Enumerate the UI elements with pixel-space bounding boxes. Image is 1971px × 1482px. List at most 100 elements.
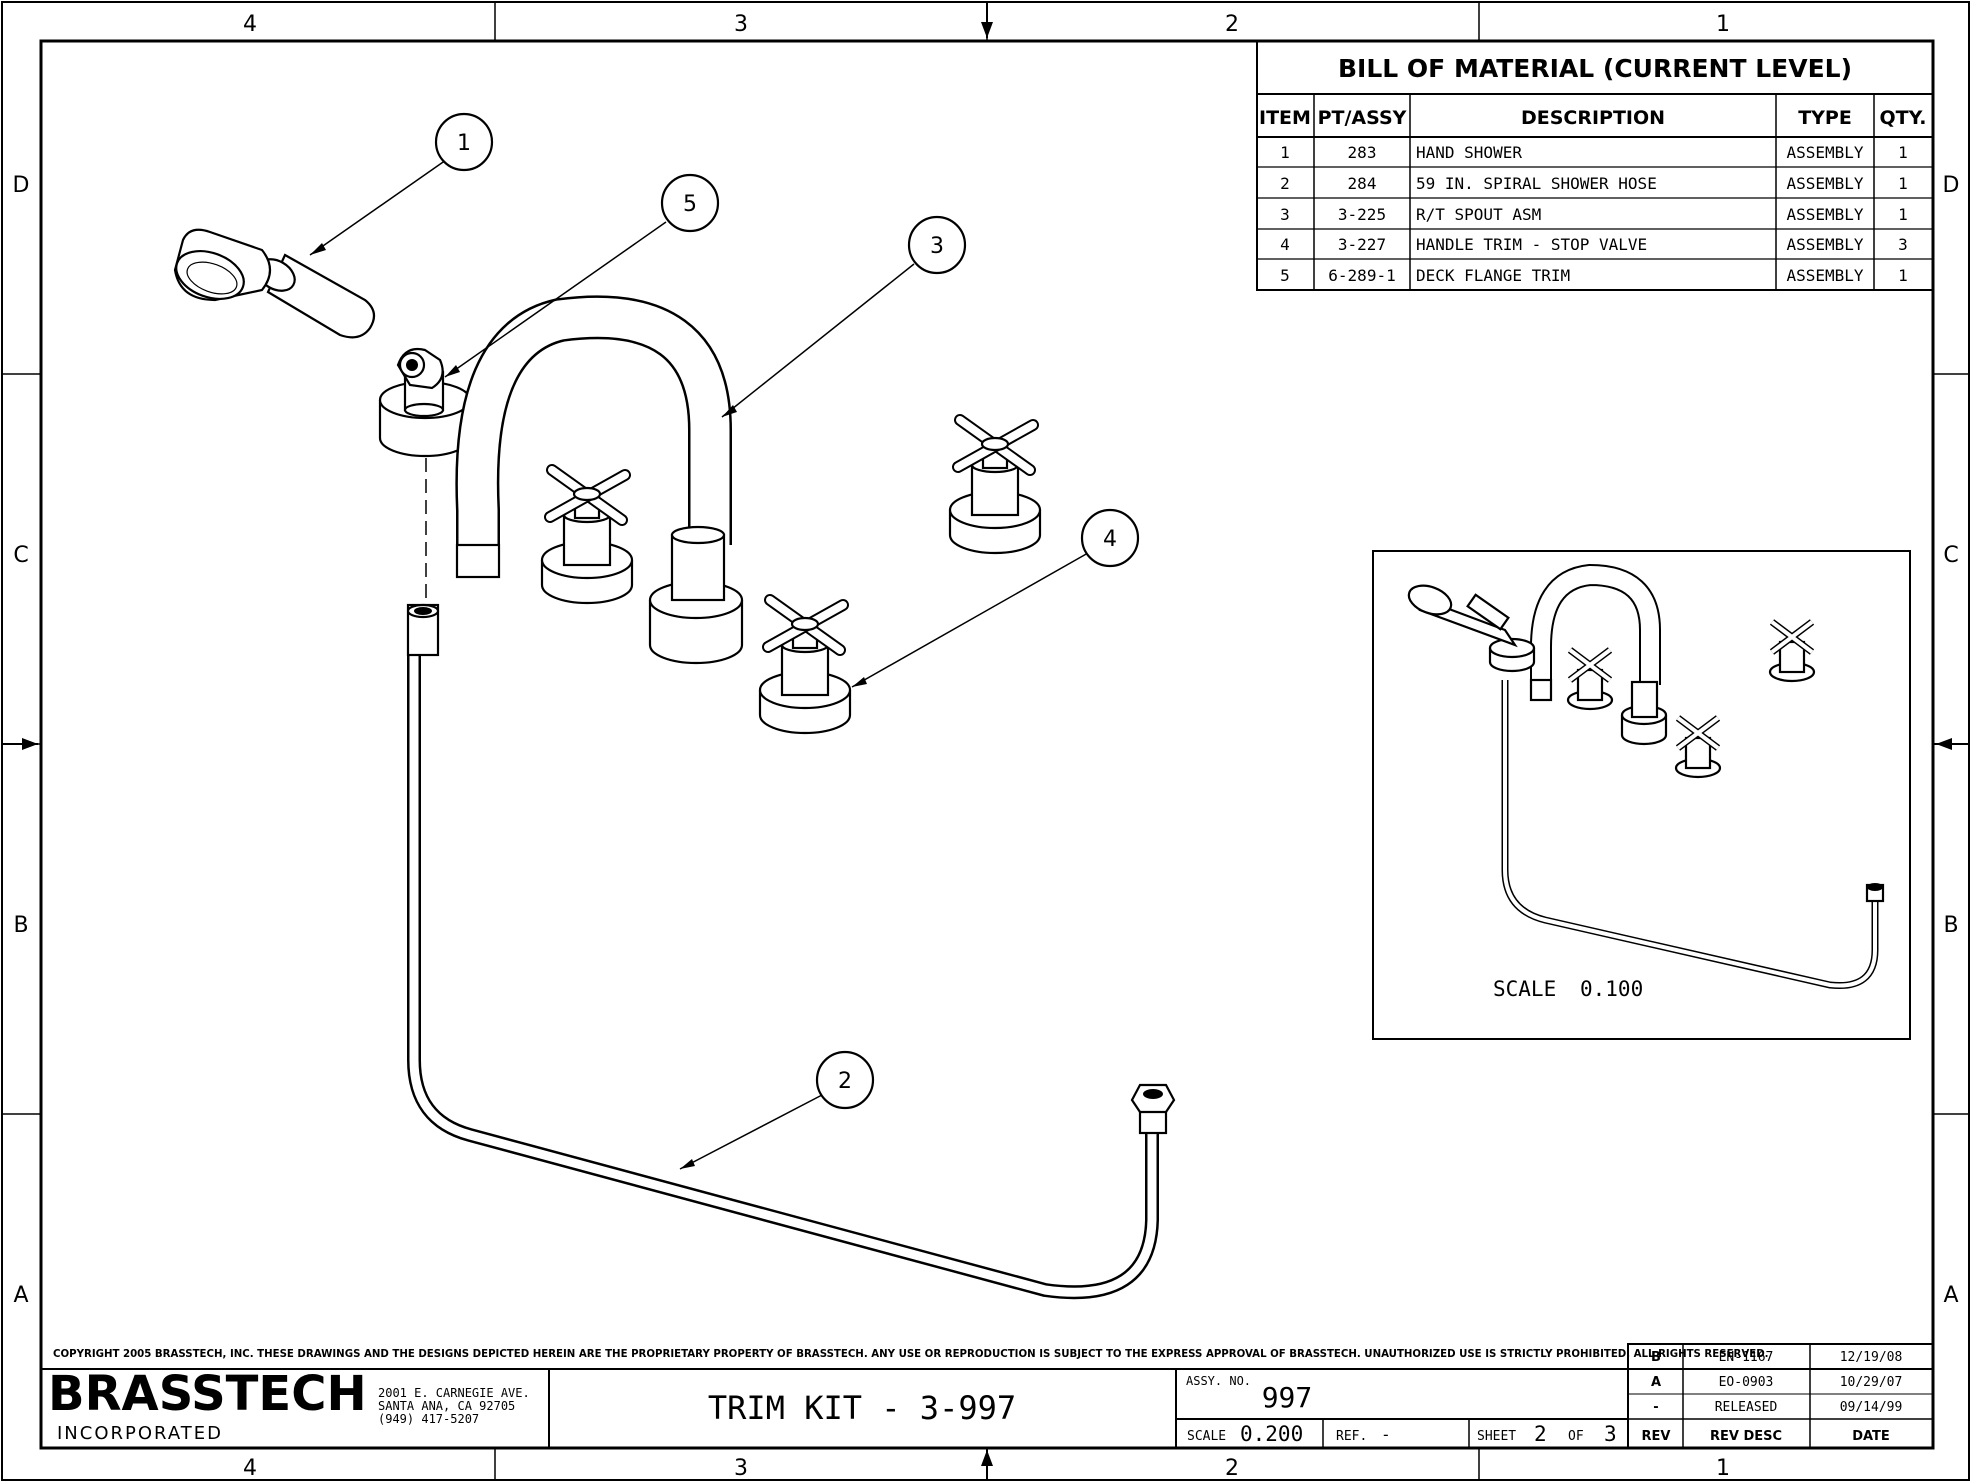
- bom-cell: 5: [1280, 266, 1290, 285]
- bom-header-pt: PT/ASSY: [1318, 107, 1407, 129]
- ref-label: REF.: [1336, 1429, 1367, 1444]
- rev-cell: 10/29/07: [1840, 1375, 1903, 1390]
- bom-cell: ASSEMBLY: [1786, 266, 1863, 285]
- bom-header-qty: QTY.: [1880, 107, 1927, 129]
- assy-label: ASSY. NO.: [1186, 1374, 1251, 1388]
- handle-left: [540, 464, 634, 605]
- balloon-4-label: 4: [1103, 527, 1117, 552]
- date-header: DATE: [1852, 1429, 1890, 1444]
- zone-col-4-bottom: 4: [243, 1456, 257, 1481]
- spout: [455, 295, 744, 665]
- rev-desc-header: REV DESC: [1710, 1429, 1782, 1444]
- detail-scale-label: SCALE: [1493, 977, 1556, 1001]
- rev-cell: EO-0903: [1719, 1375, 1774, 1390]
- bom-cell: 284: [1348, 174, 1377, 193]
- bom-cell: 6-289-1: [1328, 266, 1395, 285]
- bom-header-description: DESCRIPTION: [1521, 107, 1665, 129]
- address-line-1: 2001 E. CARNEGIE AVE.: [378, 1386, 530, 1400]
- balloon-5: 5: [444, 173, 720, 378]
- handle-right: [948, 414, 1042, 555]
- rev-cell: -: [1653, 1400, 1658, 1415]
- assy-number: 997: [1262, 1381, 1313, 1414]
- balloon-1: 1: [309, 112, 494, 256]
- scale-label: SCALE: [1187, 1429, 1226, 1444]
- zone-row-a-left: A: [13, 1283, 28, 1308]
- sheet-total: 3: [1604, 1422, 1617, 1446]
- balloon-2: 2: [679, 1050, 875, 1170]
- zone-col-3-top: 3: [734, 12, 748, 37]
- balloon-3-label: 3: [930, 234, 944, 259]
- zone-row-a-right: A: [1943, 1283, 1958, 1308]
- zone-col-3-bottom: 3: [734, 1456, 748, 1481]
- ref-value: -: [1381, 1425, 1391, 1444]
- bom-cell: DECK FLANGE TRIM: [1416, 266, 1570, 285]
- bom-cell: R/T SPOUT ASM: [1416, 205, 1541, 224]
- sheet-number: 2: [1534, 1422, 1547, 1446]
- rev-cell: EN-1167: [1719, 1350, 1774, 1365]
- balloon-5-label: 5: [683, 192, 697, 217]
- zone-labels: 4 3 2 1 4 3 2 1 D C B A D C B A: [13, 12, 1960, 1481]
- rev-cell: A: [1651, 1375, 1661, 1390]
- bom-cell: 1: [1898, 266, 1908, 285]
- bom-cell: 4: [1280, 235, 1290, 254]
- bom-table: BILL OF MATERIAL (CURRENT LEVEL) ITEM PT…: [1256, 40, 1934, 291]
- bom-title: BILL OF MATERIAL (CURRENT LEVEL): [1338, 54, 1852, 83]
- bom-header-item: ITEM: [1259, 107, 1311, 129]
- drawing-title: TRIM KIT - 3-997: [708, 1389, 1016, 1427]
- zone-row-c-left: C: [13, 543, 28, 568]
- balloon-2-label: 2: [838, 1069, 852, 1094]
- bom-cell: 3-225: [1338, 205, 1386, 224]
- bom-cell: 1: [1280, 143, 1290, 162]
- company-logo: BRASSTECH: [48, 1366, 367, 1422]
- company-sub: INCORPORATED: [57, 1423, 223, 1444]
- bom-cell: HAND SHOWER: [1416, 143, 1522, 162]
- hand-shower: [173, 228, 376, 339]
- address-line-2: SANTA ANA, CA 92705: [378, 1399, 515, 1413]
- rev-cell: B: [1651, 1350, 1661, 1365]
- rev-cell: RELEASED: [1715, 1400, 1778, 1415]
- revision-block: B EN-1167 12/19/08 A EO-0903 10/29/07 - …: [1642, 1350, 1903, 1444]
- sheet-label: SHEET: [1477, 1429, 1516, 1444]
- bom-cell: 2: [1280, 174, 1290, 193]
- bom-cell: 3: [1280, 205, 1290, 224]
- zone-row-d-right: D: [1943, 173, 1960, 198]
- balloon-4: 4: [851, 508, 1140, 688]
- zone-col-2-bottom: 2: [1225, 1456, 1239, 1481]
- balloon-1-label: 1: [457, 131, 471, 156]
- scale-value: 0.200: [1240, 1422, 1303, 1446]
- address-line-3: (949) 417-5207: [378, 1412, 479, 1426]
- zone-row-c-right: C: [1943, 543, 1958, 568]
- detail-scale-value: 0.100: [1580, 977, 1643, 1001]
- rev-header: REV: [1642, 1429, 1671, 1444]
- title-block: COPYRIGHT 2005 BRASSTECH, INC. THESE DRA…: [41, 1343, 1934, 1449]
- bom-cell: ASSEMBLY: [1786, 143, 1863, 162]
- rev-cell: 09/14/99: [1840, 1400, 1903, 1415]
- zone-col-2-top: 2: [1225, 12, 1239, 37]
- zone-row-b-left: B: [13, 913, 28, 938]
- of-label: OF: [1568, 1429, 1584, 1444]
- shower-hose: [406, 458, 1176, 1300]
- zone-col-1-bottom: 1: [1716, 1456, 1730, 1481]
- balloon-3: 3: [721, 215, 967, 418]
- bom-cell: 59 IN. SPIRAL SHOWER HOSE: [1416, 174, 1657, 193]
- bom-cell: ASSEMBLY: [1786, 235, 1863, 254]
- assembled-view: SCALE 0.100: [1372, 550, 1911, 1040]
- bom-cell: 1: [1898, 205, 1908, 224]
- bom-cell: 1: [1898, 143, 1908, 162]
- rev-cell: 12/19/08: [1840, 1350, 1903, 1365]
- zone-row-d-left: D: [13, 173, 30, 198]
- bom-cell: 283: [1348, 143, 1377, 162]
- bom-header-type: TYPE: [1798, 107, 1852, 129]
- handle-front: [758, 594, 852, 735]
- bom-cell: 1: [1898, 174, 1908, 193]
- deck-flange: [378, 347, 472, 458]
- bom-cell: 3-227: [1338, 235, 1386, 254]
- copyright-notice: COPYRIGHT 2005 BRASSTECH, INC. THESE DRA…: [53, 1349, 1769, 1360]
- bom-cell: 3: [1898, 235, 1908, 254]
- bom-cell: ASSEMBLY: [1786, 174, 1863, 193]
- zone-col-1-top: 1: [1716, 12, 1730, 37]
